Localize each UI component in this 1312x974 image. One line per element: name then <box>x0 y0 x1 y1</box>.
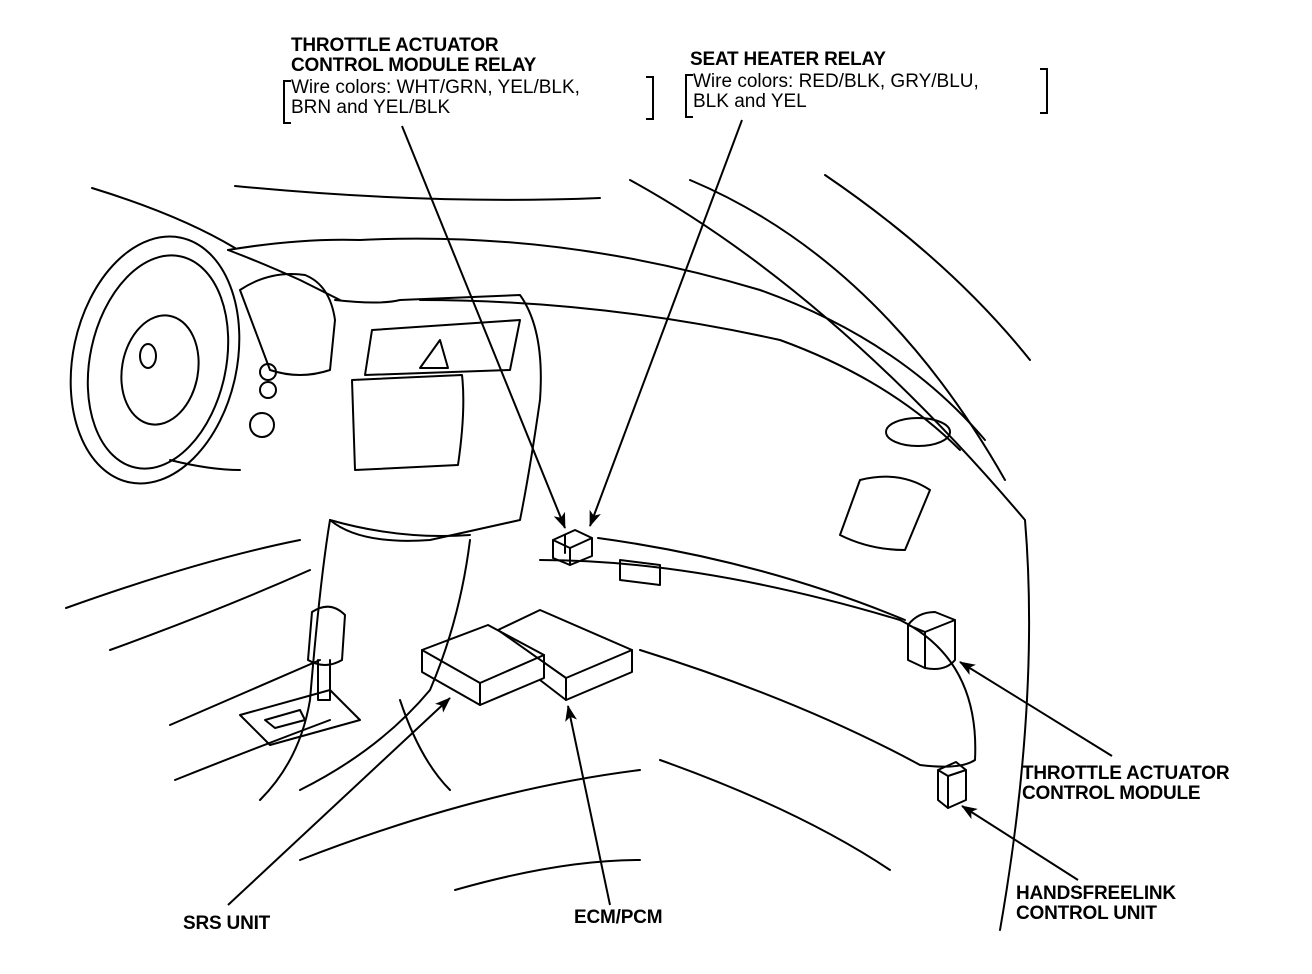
tacm-label-line1: THROTTLE ACTUATOR <box>1022 763 1230 784</box>
a-pillar-outer <box>629 179 1031 931</box>
cluster-hood <box>227 249 341 301</box>
stack-lower-line <box>329 519 471 537</box>
handsfreelink-label-line2: CONTROL UNIT <box>1016 903 1157 924</box>
lower-dash-2 <box>454 859 641 891</box>
srs-unit-label: SRS UNIT <box>183 913 271 934</box>
seat-heater-wire-colors: Wire colors: RED/BLK, GRY/BLU, BLK and Y… <box>693 72 979 112</box>
glovebox-outline <box>539 559 977 768</box>
tacm-relay-bracket-left <box>283 80 291 124</box>
console-floor-line-3 <box>169 659 321 726</box>
glovebox-handle <box>619 559 661 586</box>
lower-dash-4 <box>399 699 451 791</box>
dash-top-inner <box>419 299 961 451</box>
knob-1 <box>259 363 277 381</box>
relays-box <box>552 529 593 566</box>
tacm-label-line2: CONTROL MODULE <box>1022 783 1201 804</box>
shifter-gate <box>239 689 361 746</box>
instrument-cluster <box>239 273 336 376</box>
steering-hub <box>120 314 200 426</box>
console-left <box>259 519 331 801</box>
shifter-stem <box>317 659 331 701</box>
arrow-ecm <box>565 705 611 906</box>
center-stack-outline <box>329 294 542 542</box>
nav-screen <box>351 374 465 471</box>
windshield-line-top <box>234 185 601 201</box>
knob-3 <box>249 412 275 438</box>
console-floor-line-2 <box>109 569 311 651</box>
steering-emblem <box>139 343 157 369</box>
console-floor-line-4 <box>174 719 331 781</box>
windshield-right-edge <box>824 174 1031 361</box>
steering-wheel-rim <box>69 235 241 485</box>
steering-wheel-inner <box>86 254 230 470</box>
seat-heater-wire-line1: Wire colors: RED/BLK, GRY/BLU, <box>693 71 979 92</box>
lower-dash-3 <box>659 759 891 871</box>
tacm-relay-title-line2: CONTROL MODULE RELAY <box>291 55 537 76</box>
lower-dash-1 <box>299 769 641 861</box>
tacm-relay-title-line1: THROTTLE ACTUATOR <box>291 35 499 56</box>
arrow-tacm <box>959 661 1113 757</box>
shifter-knob <box>307 605 346 666</box>
dash-top-edge <box>227 237 986 441</box>
knob-2 <box>259 381 277 399</box>
tacm-label: THROTTLE ACTUATOR CONTROL MODULE <box>1022 763 1230 804</box>
ecm-pcm-box <box>497 609 633 701</box>
arrow-seat-heater-relay <box>589 119 743 527</box>
seat-heater-wire-line2: BLK and YEL <box>693 91 807 112</box>
handsfreelink-label: HANDSFREELINK CONTROL UNIT <box>1016 884 1176 924</box>
tacm-relay-wire-colors: Wire colors: WHT/GRN, YEL/BLK, BRN and Y… <box>291 78 580 118</box>
tacm-box <box>907 611 956 670</box>
seat-heater-bracket-left <box>685 74 693 118</box>
arrow-srs <box>227 697 451 906</box>
shifter-slot <box>264 709 306 729</box>
handsfreelink-box <box>937 761 967 809</box>
right-vent <box>839 475 931 551</box>
console-right <box>299 539 471 791</box>
handsfreelink-label-line1: HANDSFREELINK <box>1016 883 1176 904</box>
speaker-circle <box>885 417 951 447</box>
vent-arrow <box>419 339 449 369</box>
tacm-relay-wire-line2: BRN and YEL/BLK <box>291 97 451 118</box>
glovebox-inner <box>597 537 906 621</box>
seat-heater-relay-title: SEAT HEATER RELAY <box>690 49 886 70</box>
ecm-pcm-label: ECM/PCM <box>574 907 663 928</box>
seat-heater-bracket-right <box>1040 68 1048 114</box>
tacm-relay-bracket-right <box>646 76 654 120</box>
tacm-relay-title: THROTTLE ACTUATOR CONTROL MODULE RELAY <box>291 36 536 76</box>
upper-vent <box>364 319 521 376</box>
arrow-handsfreelink <box>961 805 1079 881</box>
steering-column <box>169 459 241 471</box>
arrow-tacm-relay <box>401 125 566 529</box>
console-floor-line-1 <box>65 539 301 609</box>
tacm-relay-wire-line1: Wire colors: WHT/GRN, YEL/BLK, <box>291 77 580 98</box>
windshield-line-left <box>91 187 236 249</box>
